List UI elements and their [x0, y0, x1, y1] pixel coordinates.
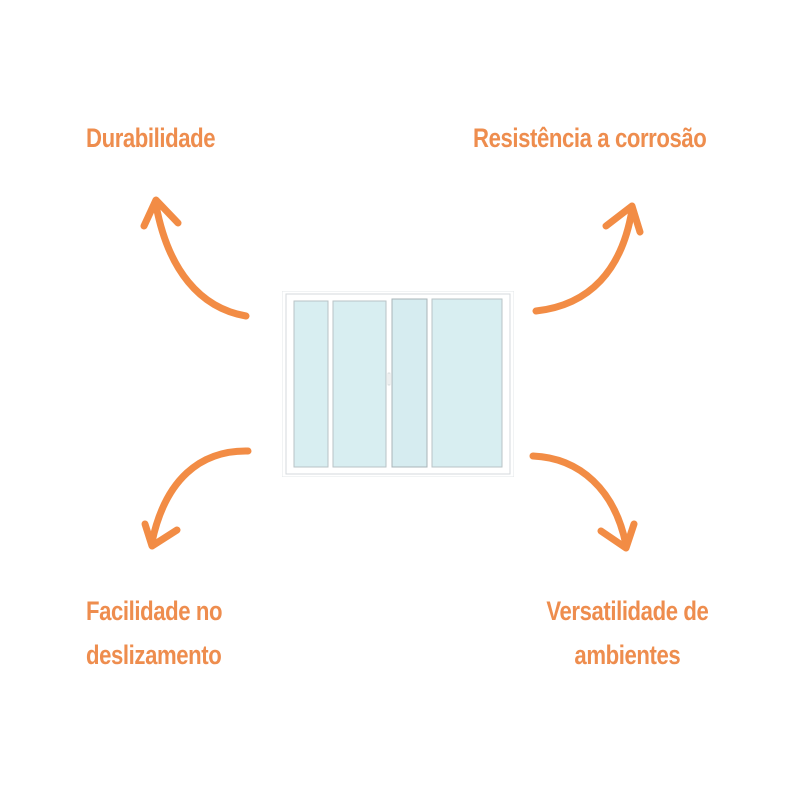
label-line: Versatilidade de — [546, 596, 709, 626]
label-line: ambientes — [574, 640, 681, 670]
sliding-window-icon — [282, 291, 514, 477]
feature-label-versatilidade: Versatilidade de ambientes — [531, 589, 724, 677]
feature-label-durabilidade: Durabilidade — [86, 116, 216, 160]
feature-label-facilidade: Facilidade no deslizamento — [86, 589, 223, 677]
label-line: deslizamento — [86, 640, 222, 670]
label-line: Facilidade no — [86, 596, 223, 626]
label-line: Durabilidade — [86, 123, 216, 153]
feature-label-resistencia: Resistência a corrosão — [473, 116, 707, 160]
label-line: Resistência a corrosão — [473, 123, 707, 153]
